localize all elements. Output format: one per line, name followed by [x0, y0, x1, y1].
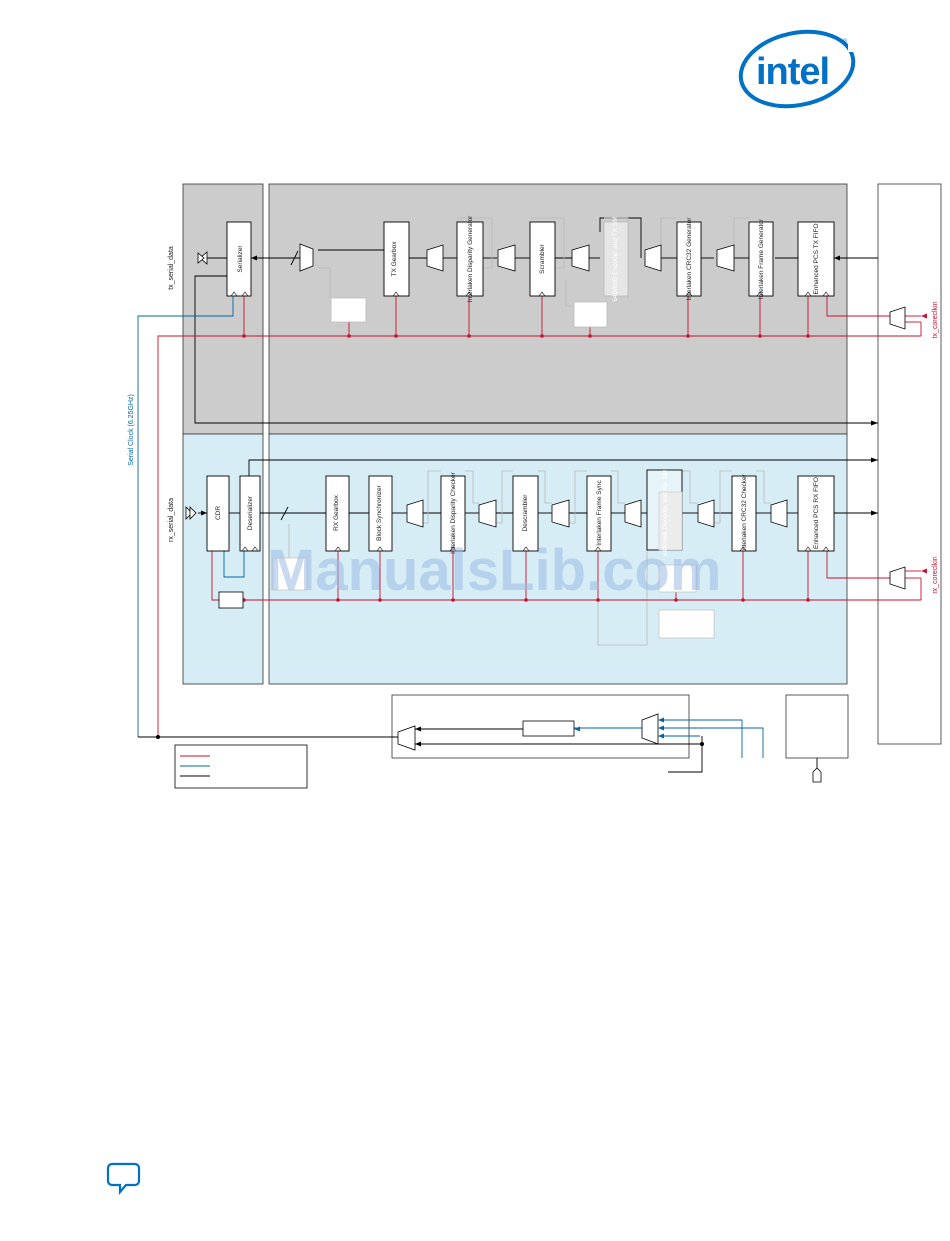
- watermark: ManualsLib.com: [267, 538, 721, 603]
- svg-text:Interlaken Frame Sync: Interlaken Frame Sync: [596, 480, 603, 546]
- rx-arrowheads: [201, 457, 878, 516]
- svg-text:®: ®: [842, 38, 848, 46]
- clock-junction: [156, 735, 160, 739]
- tx-block-fifo: Enhanced PCS TX FIFO: [797, 221, 835, 297]
- logo-text: intel: [756, 51, 829, 93]
- control-lines: [157, 296, 922, 737]
- svg-text:TX Gearbox: TX Gearbox: [391, 241, 398, 277]
- tx-unlabeled-blocks: [330, 297, 608, 328]
- svg-text:Interlaken Disparity Generator: Interlaken Disparity Generator: [467, 215, 474, 303]
- svg-text:64B/66B Decoder and RX SM: 64B/66B Decoder and RX SM: [662, 470, 669, 556]
- rx-block-gearbox: RX Gearbox: [325, 475, 350, 552]
- svg-text:Scrambler: Scrambler: [539, 243, 546, 273]
- rx-block-disparity-checker: Interlaken Disparity Checker: [440, 471, 466, 554]
- svg-text:Interlaken CRC32 Checker: Interlaken CRC32 Checker: [741, 473, 748, 552]
- rx-block-cdr: CDR: [206, 475, 230, 552]
- tx-block-disparity-generator: Interlaken Disparity Generator: [456, 215, 484, 303]
- line-legend: [174, 744, 308, 789]
- reference-clock-region: [785, 694, 849, 759]
- control-junctions: [242, 313, 927, 602]
- clock-lines: [137, 296, 764, 758]
- rx-serial-input-buffer: [185, 506, 197, 520]
- svg-text:Descrambler: Descrambler: [522, 494, 529, 532]
- tx-muxes: [299, 243, 906, 330]
- tx-block-gearbox: TX Gearbox: [383, 221, 410, 297]
- rx-pma-region: [182, 433, 264, 685]
- rx-block-frame-sync: Interlaken Frame Sync: [586, 475, 612, 552]
- svg-text:Interlaken Frame Generator: Interlaken Frame Generator: [758, 218, 765, 299]
- svg-text:Interlaken Disparity Checker: Interlaken Disparity Checker: [450, 471, 457, 553]
- tx-block-serializer: Serializer: [226, 221, 252, 297]
- tx-arrowheads: [251, 255, 878, 426]
- tx-block-encoder: 64B/66B Encoder and TX SM: [603, 216, 629, 302]
- rx-data-path: [198, 459, 878, 521]
- rx-block-fifo: Enhanced PCS RX FIFO: [797, 475, 835, 552]
- refclk-pin-icon: [812, 767, 822, 783]
- svg-text:Serializer: Serializer: [237, 245, 244, 273]
- tx-block-scrambler: Scrambler: [529, 221, 556, 297]
- serial-clock-label: Serial Clock (6.25GHz): [128, 394, 135, 466]
- clock-gen-block: [397, 713, 659, 751]
- rx-block-block-synchronizer: Block Synchronizer: [368, 475, 393, 552]
- fpga-fabric-region: [877, 183, 942, 745]
- tx-serial-data-label: tx_serial_data: [168, 246, 175, 290]
- svg-text:CDR: CDR: [215, 506, 222, 520]
- clock-gen-junction: [700, 742, 704, 746]
- rx-block-deserializer: Deserializer: [239, 475, 261, 552]
- chat-bubble-icon[interactable]: [106, 1162, 141, 1195]
- intel-logo: intel ®: [738, 29, 862, 109]
- rx-unlabeled-blocks: [218, 557, 715, 639]
- svg-text:Block Synchronizer: Block Synchronizer: [376, 484, 383, 540]
- rx-coreclkin-label: rx_coreclkin: [932, 556, 939, 593]
- tx-block-crc32-generator: Interlaken CRC32 Generator: [676, 217, 702, 301]
- clock-gen-arrowheads: [415, 717, 664, 747]
- tx-block-frame-generator: Interlaken Frame Generator: [748, 218, 774, 299]
- rx-serial-data-label: rx_serial_data: [168, 498, 175, 542]
- svg-text:Enhanced PCS RX FIFO: Enhanced PCS RX FIFO: [813, 477, 820, 549]
- svg-text:Interlaken CRC32 Generator: Interlaken CRC32 Generator: [686, 217, 693, 301]
- svg-text:Enhanced PCS TX FIFO: Enhanced PCS TX FIFO: [813, 223, 820, 294]
- rx-block-crc32-checker: Interlaken CRC32 Checker: [731, 473, 757, 552]
- rx-block-descrambler: Descrambler: [512, 475, 539, 552]
- svg-text:RX Gearbox: RX Gearbox: [333, 494, 340, 531]
- svg-text:64B/66B Encoder and TX SM: 64B/66B Encoder and TX SM: [612, 216, 619, 301]
- rx-block-decoder: 64B/66B Decoder and RX SM: [646, 469, 683, 556]
- svg-text:Deserializer: Deserializer: [247, 495, 254, 530]
- clock-gen-lines: [138, 728, 818, 773]
- rx-muxes: [406, 499, 906, 590]
- tx-serial-output-buffer: [197, 251, 208, 265]
- tx-coreclkin-label: tx_coreclkin: [932, 301, 939, 338]
